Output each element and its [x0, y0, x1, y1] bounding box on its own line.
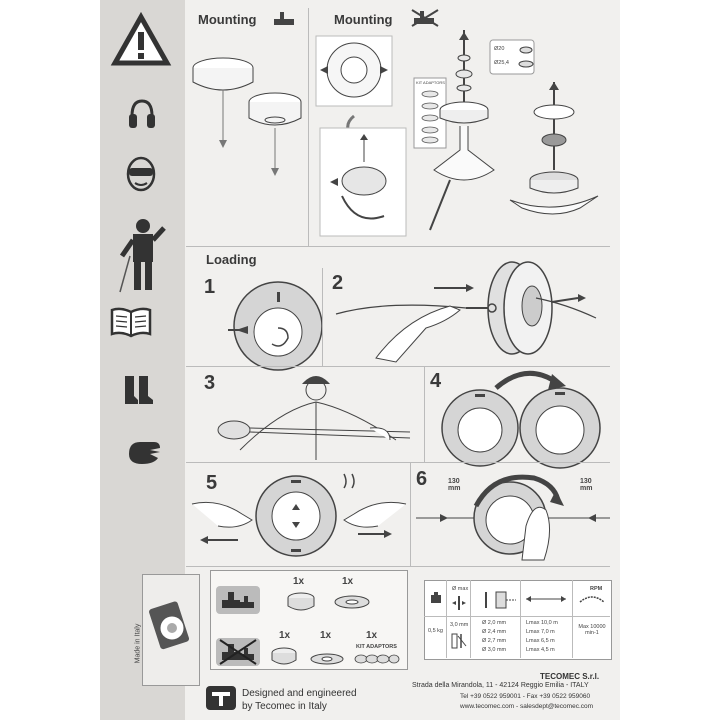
no-shaft-icon	[411, 9, 439, 27]
step-1-spool-diagram	[228, 281, 323, 371]
compatible-shaft-icon	[216, 586, 260, 614]
trimmer-head-diagram	[192, 57, 302, 176]
read-manual-icon	[110, 307, 152, 338]
trimmer-head-shaft-icon	[274, 12, 294, 25]
step-6-number: 6	[416, 468, 428, 490]
company-address: Strada della Mirandola, 11 - 42124 Reggi…	[412, 682, 589, 689]
step-2-threading-diagram	[335, 261, 597, 363]
loading-title: Loading	[206, 252, 257, 267]
weight-icon	[431, 592, 441, 603]
trimmer-head-part-icon	[287, 592, 315, 611]
ear-protection-icon	[129, 99, 155, 128]
line-spool-part-icon-2	[310, 653, 344, 665]
kit-row1-qty-disc: 1x	[342, 576, 354, 587]
warning-triangle-icon	[110, 11, 172, 66]
max-diameter-header: Ø max	[452, 586, 469, 592]
rpm-label: RPM	[590, 586, 603, 592]
diameter-1: Ø 2,0 mm	[482, 620, 507, 626]
length-1: Lmax 10,0 m	[526, 620, 558, 626]
length-right-label: 130 mm	[580, 478, 593, 492]
step-3-winding-diagram	[217, 376, 411, 460]
tagline-line-1: Designed and engineered	[242, 688, 357, 699]
step-4-number: 4	[430, 370, 442, 392]
line-diameter-icon	[452, 596, 466, 610]
step-5-release-diagram	[191, 473, 407, 557]
adaptor-d20-label: Ø20	[494, 46, 505, 52]
line-length-icon	[526, 596, 566, 602]
length-3: Lmax 6,5 m	[526, 638, 555, 644]
company-web: www.tecomec.com - salesdept@tecomec.com	[460, 703, 594, 710]
tecomec-logo	[206, 686, 236, 710]
diameter-2: Ø 2,4 mm	[482, 629, 507, 635]
gloves-icon	[129, 442, 160, 464]
company-name: TECOMEC S.r.l.	[540, 672, 600, 681]
length-2: Lmax 7,0 m	[526, 629, 555, 635]
step-1-number: 1	[204, 276, 216, 298]
eye-protection-icon	[126, 156, 156, 192]
safety-boots-icon	[125, 376, 153, 404]
kit-row2-qty-adaptors: 1x	[366, 630, 378, 641]
diameter-4: Ø 3,0 mm	[482, 647, 507, 653]
step-3-number: 3	[204, 372, 216, 394]
mounting-title-left: Mounting	[198, 12, 257, 27]
line-notch-icon	[451, 633, 467, 649]
kit-row2-qty-head: 1x	[279, 630, 291, 641]
kit-row1-qty-head: 1x	[293, 576, 305, 587]
diameter-3: Ø 2,7 mm	[482, 638, 507, 644]
kit-adaptors-label-small: KIT ADAPTORS	[416, 80, 445, 85]
step-4-rotate-diagram	[441, 370, 601, 469]
length-left-label: 130 mm	[448, 478, 461, 492]
head-disassembly-diagram	[315, 35, 407, 237]
max-line-value: 3,0 mm	[450, 622, 469, 628]
tagline-line-2: by Tecomec in Italy	[242, 701, 327, 712]
shaft-mounting-diagram	[429, 30, 599, 231]
rotation-icon	[579, 596, 605, 603]
mounting-title-right: Mounting	[334, 12, 393, 27]
kit-adaptors-label: KIT ADAPTORS	[356, 644, 397, 650]
max-rpm-value: Max 10000 min-1	[578, 624, 606, 636]
spool-length-icon	[485, 591, 516, 609]
trimmer-head-part-icon-2	[271, 647, 297, 665]
step-2-number: 2	[332, 272, 344, 294]
weight-value: 0,5 kg	[428, 628, 443, 634]
step-6-trim-diagram	[416, 474, 610, 561]
blister-pack-icon	[149, 601, 190, 650]
kit-row2-qty-disc: 1x	[320, 630, 332, 641]
length-4: Lmax 4,5 m	[526, 647, 555, 653]
line-spool-part-icon	[334, 595, 370, 609]
company-phone: Tel +39 0522 959001 - Fax +39 0522 95906…	[460, 693, 591, 700]
adaptor-set-icon	[354, 654, 400, 664]
step-5-number: 5	[206, 472, 218, 494]
incompatible-shaft-icon	[216, 638, 260, 666]
made-in-italy-label: Made in Italy	[134, 623, 142, 664]
adaptor-d254-label: Ø25,4	[494, 60, 509, 66]
protective-clothing-icon	[119, 219, 166, 293]
